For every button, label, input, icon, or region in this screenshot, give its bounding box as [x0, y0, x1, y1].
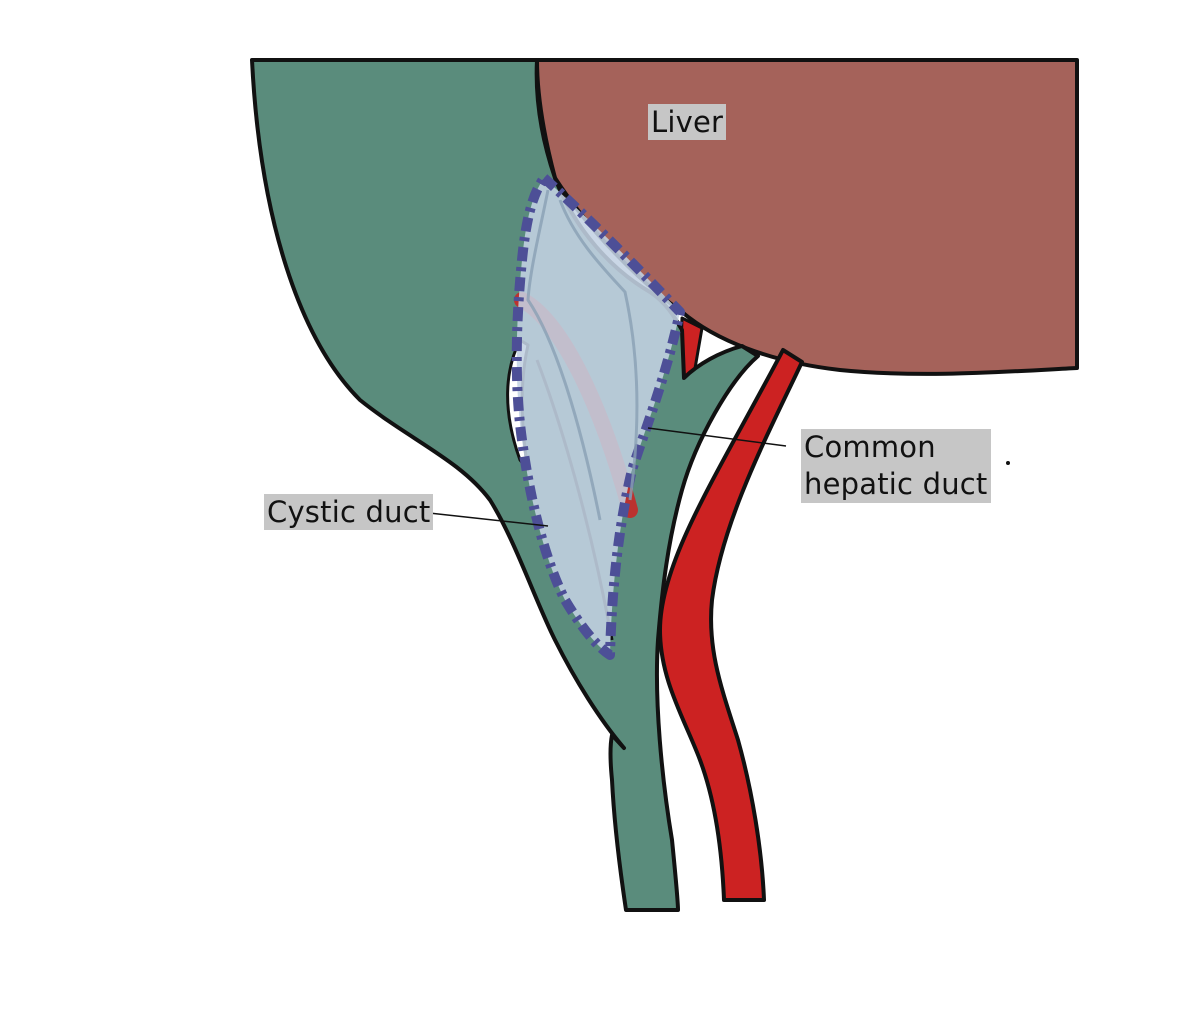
triangle-inner-line-2	[526, 189, 602, 521]
label-chd-line2: hepatic duct	[804, 467, 988, 501]
cystic-duct-leader	[419, 511, 549, 527]
stray-dot	[1006, 461, 1010, 465]
label-cystic-duct: Cystic duct	[264, 494, 434, 530]
label-liver: Liver	[648, 104, 727, 140]
label-common-hepatic-duct: Common hepatic duct	[801, 429, 991, 503]
label-chd-line1: Common	[804, 430, 936, 464]
triangle-inner-line-1	[558, 199, 639, 501]
chd-leader	[647, 427, 787, 447]
calots-triangle	[511, 173, 685, 660]
